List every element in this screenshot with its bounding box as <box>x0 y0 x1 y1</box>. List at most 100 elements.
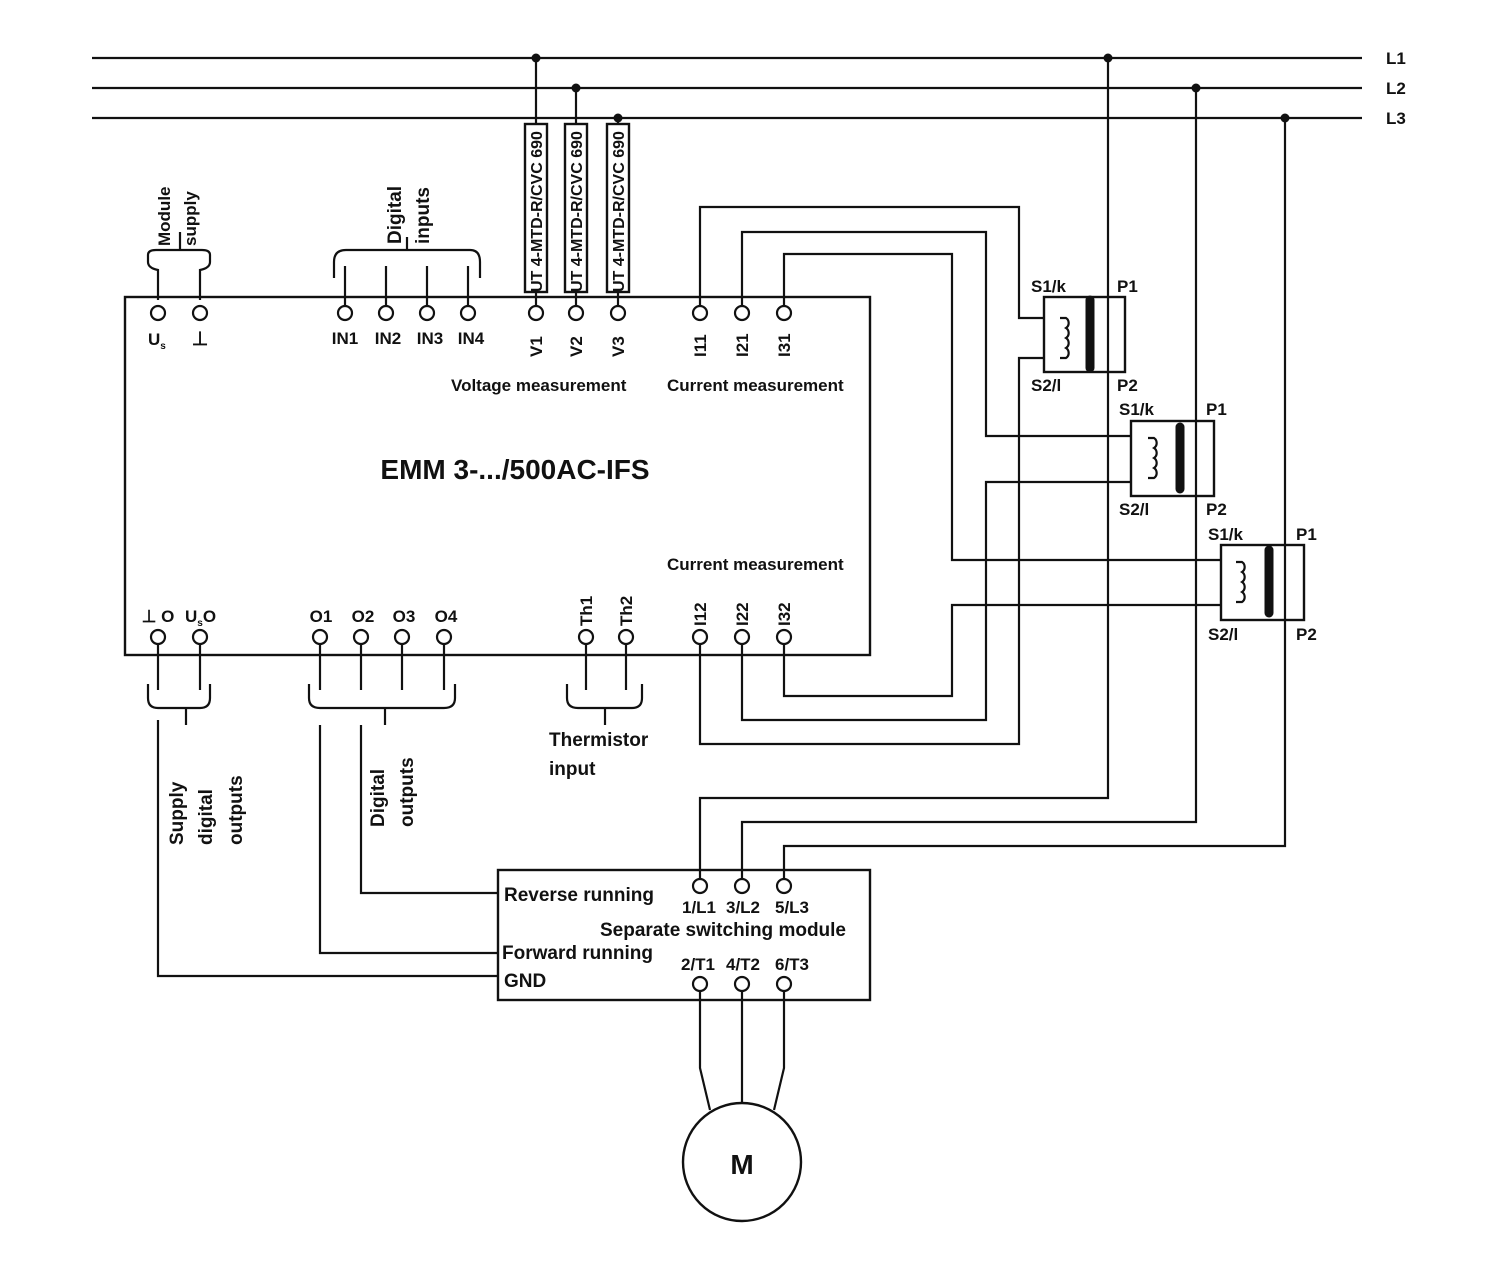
supply-digital-outputs-label-2: digital <box>196 789 217 845</box>
terminal-1l1[interactable] <box>691 877 709 895</box>
svg-text:P1: P1 <box>1296 525 1317 544</box>
reverse-running-label: Reverse running <box>504 885 654 906</box>
phase-lines: L1 L2 L3 <box>92 49 1406 128</box>
terminal-5l3[interactable] <box>775 877 793 895</box>
motor-symbol <box>681 1101 803 1223</box>
terminal-v2[interactable] <box>567 304 585 322</box>
terminal-o2[interactable] <box>352 628 370 646</box>
terminal-6t3[interactable] <box>775 975 793 993</box>
motor-label: M <box>730 1149 753 1180</box>
label-us: Us <box>148 330 166 352</box>
label-i31: I31 <box>775 333 794 357</box>
thermistor-label-1: Thermistor <box>549 730 649 751</box>
terminal-v3[interactable] <box>609 304 627 322</box>
terminal-us[interactable] <box>149 304 167 322</box>
junction-dot <box>613 113 623 123</box>
label-o3: O3 <box>393 607 416 626</box>
terminal-th2[interactable] <box>617 628 635 646</box>
current-transformer-2: S1/k P1 S2/l P2 <box>1119 400 1227 519</box>
thermistor-bracket <box>565 644 644 725</box>
terminal-us-o[interactable] <box>191 628 209 646</box>
junction-dot <box>1191 83 1201 93</box>
terminal-v1[interactable] <box>527 304 545 322</box>
terminal-in1[interactable] <box>336 304 354 322</box>
svg-text:P2: P2 <box>1117 376 1138 395</box>
module-supply-bracket <box>146 232 212 300</box>
phase-conductors <box>698 58 1287 880</box>
svg-text:S1/k: S1/k <box>1208 525 1244 544</box>
current-transformer-3: S1/k P1 S2/l P2 <box>1208 525 1317 644</box>
label-i11: I11 <box>691 334 710 357</box>
terminal-i12[interactable] <box>691 628 709 646</box>
svg-text:S2/l: S2/l <box>1031 376 1061 395</box>
label-i21: I21 <box>733 333 752 357</box>
bottom-terminals <box>149 628 793 646</box>
fuse-terminal-v1: UT 4-MTD-R/CVC 690 <box>523 122 549 294</box>
output-wires <box>156 720 498 978</box>
current-transformer-wires <box>698 205 1221 746</box>
fuse-terminal-v2: UT 4-MTD-R/CVC 690 <box>563 122 589 294</box>
terminal-in3[interactable] <box>418 304 436 322</box>
forward-running-label: Forward running <box>502 943 653 964</box>
terminal-in4[interactable] <box>459 304 477 322</box>
label-us-o: UsO <box>185 607 216 629</box>
phase-label-l3: L3 <box>1386 109 1406 128</box>
digital-inputs-label-1: Digital <box>385 186 406 244</box>
label-in4: IN4 <box>458 329 485 348</box>
label-v3: V3 <box>609 336 628 357</box>
terminal-4t2[interactable] <box>733 975 751 993</box>
gnd-label: GND <box>504 971 546 992</box>
label-o4: O4 <box>435 607 458 626</box>
supply-digital-outputs-label-1: Supply <box>167 781 188 845</box>
junction-dot <box>1103 53 1113 63</box>
digital-inputs-bracket <box>332 237 482 306</box>
voltage-measurement-label: Voltage measurement <box>451 376 627 395</box>
terminal-i11[interactable] <box>691 304 709 322</box>
emm-module-box <box>123 295 872 657</box>
terminal-o3[interactable] <box>393 628 411 646</box>
terminal-th1[interactable] <box>577 628 595 646</box>
top-terminals <box>149 304 793 322</box>
label-o1: O1 <box>310 607 333 626</box>
terminal-gnd[interactable] <box>191 304 209 322</box>
voltage-wires <box>534 58 620 306</box>
phase-label-l2: L2 <box>1386 79 1406 98</box>
svg-text:S2/l: S2/l <box>1119 500 1149 519</box>
label-in2: IN2 <box>375 329 401 348</box>
svg-text:S1/k: S1/k <box>1119 400 1155 419</box>
terminal-i22[interactable] <box>733 628 751 646</box>
current-measurement-bottom-label: Current measurement <box>667 555 844 574</box>
svg-text:UT 4-MTD-R/CVC 690: UT 4-MTD-R/CVC 690 <box>529 131 546 292</box>
svg-text:P1: P1 <box>1117 277 1138 296</box>
terminal-o4[interactable] <box>435 628 453 646</box>
terminal-in2[interactable] <box>377 304 395 322</box>
label-in3: IN3 <box>417 329 443 348</box>
supply-digital-outputs-bracket <box>146 644 212 725</box>
terminal-i31[interactable] <box>775 304 793 322</box>
label-i12: I12 <box>691 602 710 626</box>
svg-text:S2/l: S2/l <box>1208 625 1238 644</box>
thermistor-label-2: input <box>549 759 596 780</box>
digital-inputs-label-2: inputs <box>413 187 434 244</box>
terminal-2t1[interactable] <box>691 975 709 993</box>
label-o2: O2 <box>352 607 375 626</box>
terminal-gnd-o[interactable] <box>149 628 167 646</box>
terminal-3l2[interactable] <box>733 877 751 895</box>
terminal-i32[interactable] <box>775 628 793 646</box>
label-gnd: ⊥ <box>192 329 209 350</box>
label-th1: Th1 <box>577 596 596 626</box>
label-i22: I22 <box>733 602 752 626</box>
svg-text:P1: P1 <box>1206 400 1227 419</box>
module-supply-label-1: Module <box>155 187 174 247</box>
phase-label-l1: L1 <box>1386 49 1406 68</box>
svg-text:UT 4-MTD-R/CVC 690: UT 4-MTD-R/CVC 690 <box>569 131 586 292</box>
label-3l2: 3/L2 <box>726 898 760 917</box>
terminal-o1[interactable] <box>311 628 329 646</box>
digital-outputs-label-1: Digital <box>368 769 389 827</box>
terminal-i21[interactable] <box>733 304 751 322</box>
label-2t1: 2/T1 <box>681 955 715 974</box>
motor-wires <box>698 991 786 1111</box>
label-1l1: 1/L1 <box>682 898 716 917</box>
switching-module-box <box>496 868 872 1002</box>
